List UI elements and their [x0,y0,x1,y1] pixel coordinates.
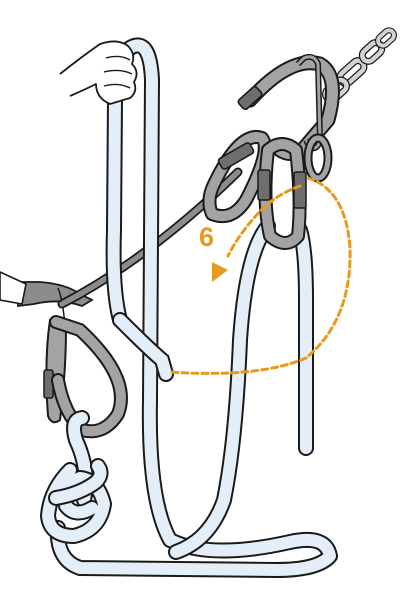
hand-icon [59,40,138,105]
carabiner-icon [43,315,128,439]
figure-eight-knot-icon [40,458,112,544]
carabiner-icon [257,133,333,250]
carabiner-icon [202,130,272,224]
direction-arrow-icon [168,176,352,375]
climbing-rope [49,37,338,578]
step-number: 6 [199,222,215,252]
